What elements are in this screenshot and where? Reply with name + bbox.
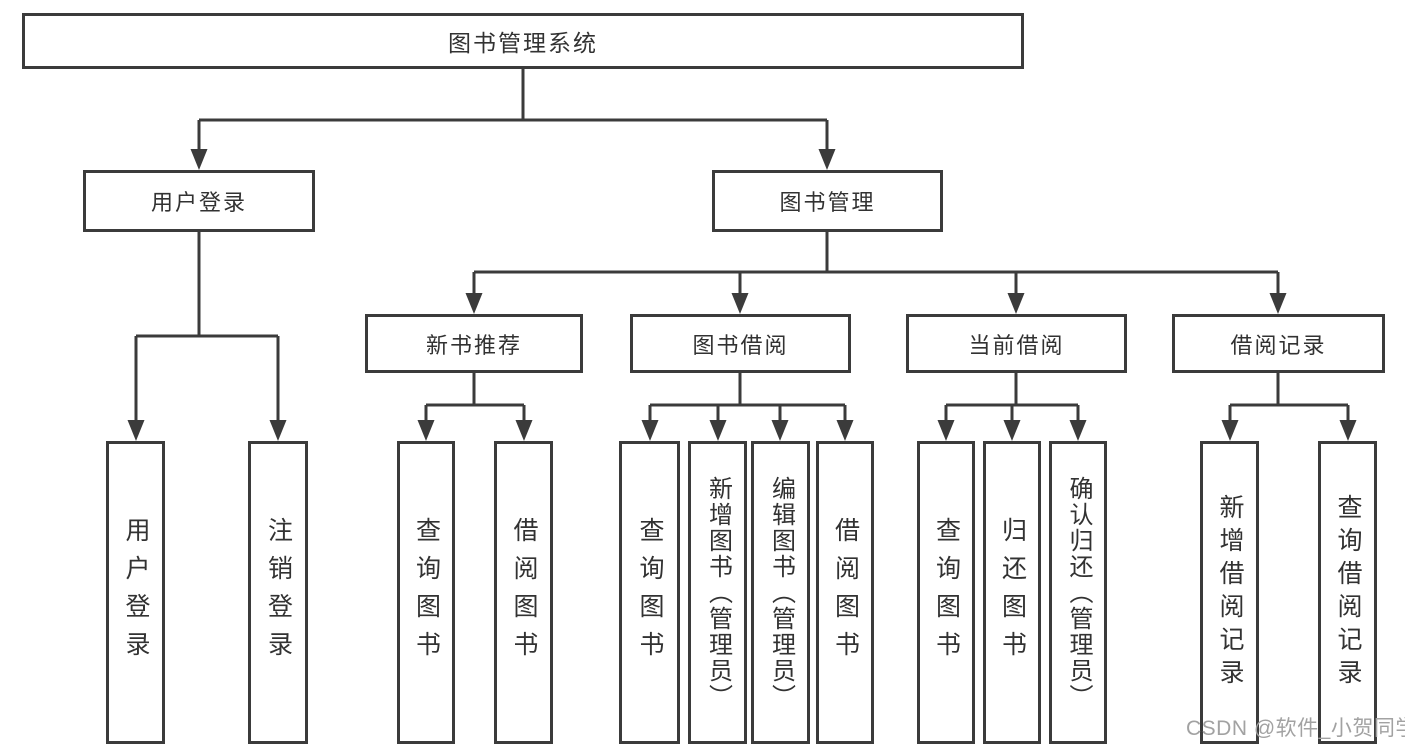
node-bb-query-book: 查询图书: [619, 441, 680, 744]
node-cb-return-book-label: 归还图书: [998, 516, 1027, 669]
node-bb-edit-book: 编辑图书（管理员）: [751, 441, 810, 744]
node-book-mgmt: 图书管理: [712, 170, 943, 232]
connector-root: [197, 69, 829, 152]
node-nb-query-book: 查询图书: [397, 441, 455, 744]
node-br-add-record: 新增借阅记录: [1200, 441, 1259, 744]
node-current-borrow-label: 当前借阅: [968, 332, 1065, 358]
node-borrow-record-label: 借阅记录: [1230, 332, 1327, 358]
node-root: 图书管理系统: [22, 13, 1024, 69]
node-cb-confirm-return: 确认归还（管理员）: [1049, 441, 1107, 744]
node-nb-borrow-book-label: 借阅图书: [510, 516, 538, 669]
node-bb-borrow-book-label: 借阅图书: [831, 516, 860, 669]
arrowheads: [127, 149, 1357, 441]
node-ul-logout: 注销登录: [248, 441, 308, 744]
node-br-query-record-label: 查询借阅记录: [1334, 493, 1362, 692]
connector-book-borrow: [648, 373, 847, 423]
node-user-login-label: 用户登录: [150, 190, 247, 215]
node-bb-add-book-label: 新增图书（管理员）: [704, 475, 732, 710]
node-book-mgmt-label: 图书管理: [779, 190, 876, 215]
node-new-book-rec-label: 新书推荐: [425, 332, 522, 358]
connector-user-login: [134, 232, 280, 423]
node-cb-return-book: 归还图书: [983, 441, 1041, 744]
node-bb-add-book: 新增图书（管理员）: [688, 441, 747, 744]
node-bb-borrow-book: 借阅图书: [816, 441, 874, 744]
node-br-add-record-label: 新增借阅记录: [1216, 493, 1244, 692]
node-book-borrow-label: 图书借阅: [692, 332, 789, 358]
node-cb-query-book: 查询图书: [917, 441, 975, 744]
node-borrow-record: 借阅记录: [1172, 314, 1385, 373]
node-nb-borrow-book: 借阅图书: [494, 441, 553, 744]
node-bb-edit-book-label: 编辑图书（管理员）: [767, 475, 795, 710]
connector-new-book-rec: [424, 373, 526, 423]
connector-borrow-record: [1228, 373, 1350, 423]
node-root-label: 图书管理系统: [448, 30, 598, 56]
node-ul-user-login-label: 用户登录: [122, 516, 150, 669]
csdn-watermark: CSDN @软件_小贺同学: [1186, 717, 1405, 740]
connector-book-mgmt: [472, 232, 1280, 296]
node-current-borrow: 当前借阅: [906, 314, 1127, 373]
node-user-login: 用户登录: [83, 170, 315, 232]
node-book-borrow: 图书借阅: [630, 314, 851, 373]
node-cb-query-book-label: 查询图书: [932, 516, 961, 669]
node-br-query-record: 查询借阅记录: [1318, 441, 1377, 744]
node-nb-query-book-label: 查询图书: [412, 516, 441, 669]
node-bb-query-book-label: 查询图书: [636, 516, 664, 669]
connector-current-borrow: [944, 373, 1080, 423]
node-ul-logout-label: 注销登录: [264, 516, 293, 669]
node-ul-user-login: 用户登录: [106, 441, 165, 744]
node-cb-confirm-return-label: 确认归还（管理员）: [1065, 475, 1092, 710]
node-new-book-rec: 新书推荐: [365, 314, 583, 373]
